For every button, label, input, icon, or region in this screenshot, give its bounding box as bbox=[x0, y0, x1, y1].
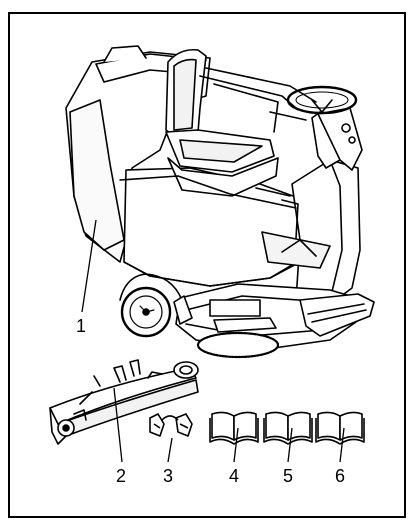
leader-line-6 bbox=[339, 427, 345, 463]
callout-6: 6 bbox=[335, 466, 345, 486]
leader-lines bbox=[81, 219, 345, 463]
scrubber-machine bbox=[65, 45, 375, 359]
leader-line-2 bbox=[113, 387, 123, 463]
leader-line-3 bbox=[167, 437, 173, 463]
squeegee-assembly bbox=[49, 359, 199, 445]
clip-hardware bbox=[149, 413, 193, 437]
callout-5: 5 bbox=[283, 466, 293, 486]
callout-1: 1 bbox=[76, 316, 86, 336]
steering-wheel bbox=[286, 85, 358, 115]
leader-line-1 bbox=[81, 219, 97, 313]
leader-line-4 bbox=[233, 427, 239, 463]
manual-book-b bbox=[263, 411, 313, 445]
manual-book-c bbox=[315, 411, 365, 445]
callout-4: 4 bbox=[229, 466, 239, 486]
callout-3: 3 bbox=[163, 466, 173, 486]
machine-side-panel bbox=[69, 99, 125, 251]
machine-front-body bbox=[291, 159, 361, 307]
leader-line-5 bbox=[287, 427, 293, 463]
rear-squeegee bbox=[299, 293, 375, 337]
floor-deck bbox=[261, 231, 331, 269]
manual-book-a bbox=[209, 411, 259, 445]
scrub-brush bbox=[196, 331, 280, 359]
callout-2: 2 bbox=[116, 466, 126, 486]
